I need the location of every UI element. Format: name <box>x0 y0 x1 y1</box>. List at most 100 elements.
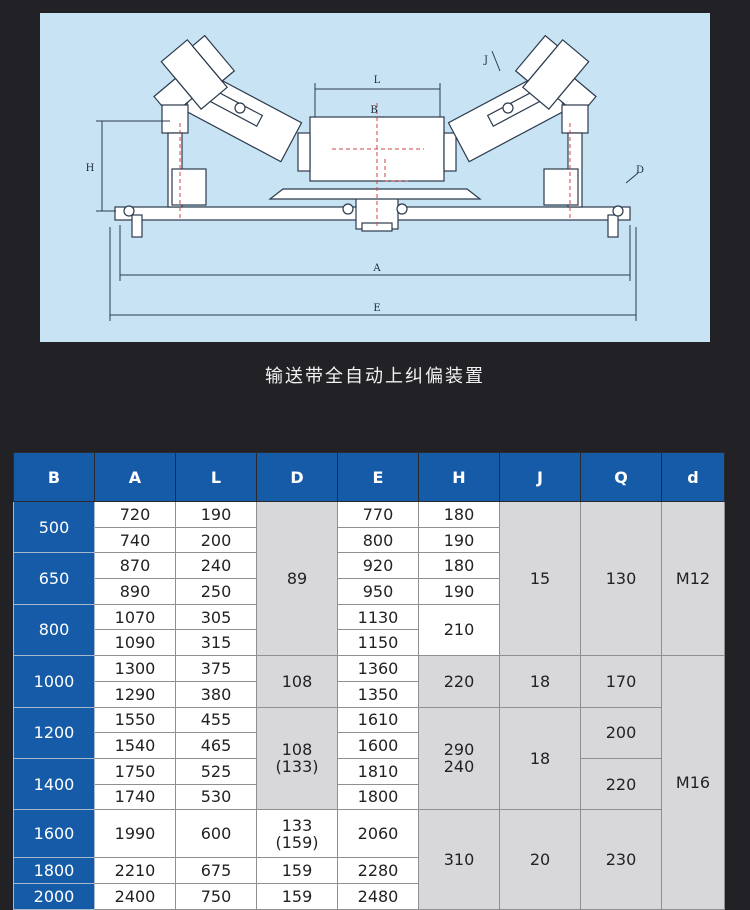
cell-l: 315 <box>175 629 257 657</box>
cell-a: 1070 <box>94 603 176 631</box>
bolt-icon <box>502 102 514 114</box>
cell-dd: M16 <box>661 655 725 910</box>
cell-a: 1550 <box>94 706 176 734</box>
d-value-line1: 108 <box>281 740 313 760</box>
cell-a: 1300 <box>94 655 176 682</box>
cell-a: 740 <box>94 526 176 554</box>
table-row: 1000 1300 375 108 1360 220 18 170 M16 <box>13 655 725 910</box>
right-arm-head <box>561 104 589 134</box>
header-b: B <box>13 452 95 502</box>
cell-l: 200 <box>175 526 257 554</box>
header-a: A <box>94 452 176 502</box>
cell-b: 500 <box>13 500 95 554</box>
cell-l: 250 <box>175 578 257 605</box>
header-j: J <box>499 452 581 502</box>
cell-e: 2480 <box>337 882 419 910</box>
cell-d: 133(159) <box>256 809 338 859</box>
dimension-lines <box>96 50 639 321</box>
cell-b: 1600 <box>13 809 95 859</box>
cell-d: 159 <box>256 882 338 910</box>
cell-h: 180 <box>418 501 500 528</box>
cell-l: 240 <box>175 552 257 580</box>
cell-e: 1810 <box>337 757 419 785</box>
table-row: 500 720 190 89 770 180 15 130 M12 <box>13 500 725 657</box>
header-h: H <box>418 452 500 502</box>
cell-dd: M12 <box>661 500 725 657</box>
cell-l: 750 <box>175 882 257 910</box>
header-q: Q <box>580 452 662 502</box>
cell-j: 18 <box>499 706 581 811</box>
cell-e: 1150 <box>337 629 419 657</box>
bolt-icon <box>342 203 354 215</box>
cell-a: 1540 <box>94 732 176 759</box>
cell-e: 2060 <box>337 809 419 859</box>
conveyor-drawing: L B H J D A E <box>40 13 710 342</box>
cell-l: 600 <box>175 809 257 859</box>
label-e: E <box>373 303 380 314</box>
left-arm-block <box>171 168 207 206</box>
conveyor-drawing-svg: L B H J D A E <box>86 34 644 321</box>
cell-q: 230 <box>580 809 662 910</box>
cell-a: 720 <box>94 501 176 528</box>
cell-b: 1400 <box>13 757 95 811</box>
h-value-line2: 240 <box>443 757 475 777</box>
table-row: 1290 380 1350 <box>14 680 725 708</box>
cell-a: 890 <box>94 578 176 605</box>
cell-e: 2280 <box>337 857 419 884</box>
cell-l: 375 <box>175 655 257 682</box>
table-row: 2000 2400 750 159 2480 <box>13 882 725 910</box>
cell-d: 159 <box>256 857 338 884</box>
cell-b: 650 <box>13 552 95 605</box>
cell-e: 1360 <box>337 655 419 682</box>
cell-e: 950 <box>337 578 419 605</box>
label-d: D <box>636 165 644 176</box>
bolt-icon <box>234 102 246 114</box>
header-l: L <box>175 452 257 502</box>
cell-e: 920 <box>337 552 419 580</box>
cell-j: 15 <box>499 500 581 657</box>
left-foot <box>131 214 143 238</box>
frame-base <box>268 188 482 200</box>
table-row: 1600 1990 600 133(159) 2060 310 20 230 <box>13 809 725 910</box>
right-guide-roller <box>514 34 597 118</box>
cell-a: 1740 <box>94 783 176 811</box>
table-row: 1740 530 1800 <box>14 783 725 811</box>
center-lines <box>179 103 571 228</box>
cell-e: 800 <box>337 526 419 554</box>
cell-b: 1800 <box>13 857 95 884</box>
cell-e: 1800 <box>337 783 419 811</box>
cell-d: 108 <box>256 655 338 708</box>
d-value-line2: (133) <box>275 757 319 777</box>
cell-a: 870 <box>94 552 176 580</box>
cell-l: 675 <box>175 857 257 884</box>
table-row: 890 250 950 190 <box>14 578 725 605</box>
header-d: D <box>256 452 338 502</box>
center-roller-end-right <box>443 132 457 172</box>
cell-h: 210 <box>418 603 500 657</box>
cell-l: 465 <box>175 732 257 759</box>
left-arm-head <box>161 104 189 134</box>
cell-h: 180 <box>418 552 500 580</box>
cell-l: 190 <box>175 501 257 528</box>
spec-table: B A L D E H J Q d 500 720 190 89 770 180… <box>13 452 725 910</box>
bolt-icon <box>396 203 408 215</box>
cell-b: 2000 <box>13 882 95 910</box>
cell-b: 1000 <box>13 655 95 708</box>
d-value-line2: (159) <box>275 832 319 852</box>
cell-l: 380 <box>175 680 257 708</box>
cell-h: 190 <box>418 526 500 554</box>
cell-l: 305 <box>175 603 257 631</box>
table-row: 1540 465 1600 <box>14 732 725 759</box>
label-l: L <box>374 75 381 86</box>
h-value-line1: 290 <box>443 740 475 760</box>
label-h: H <box>86 163 95 174</box>
table-row: 650 870 240 920 180 <box>13 552 725 605</box>
cell-q: 170 <box>580 655 662 708</box>
cell-l: 530 <box>175 783 257 811</box>
header-dd: d <box>661 452 725 502</box>
cell-a: 1750 <box>94 757 176 785</box>
cell-q: 220 <box>580 757 662 811</box>
cell-e: 1130 <box>337 603 419 631</box>
diagram-caption: 输送带全自动上纠偏装置 <box>265 366 485 387</box>
cell-l: 455 <box>175 706 257 734</box>
